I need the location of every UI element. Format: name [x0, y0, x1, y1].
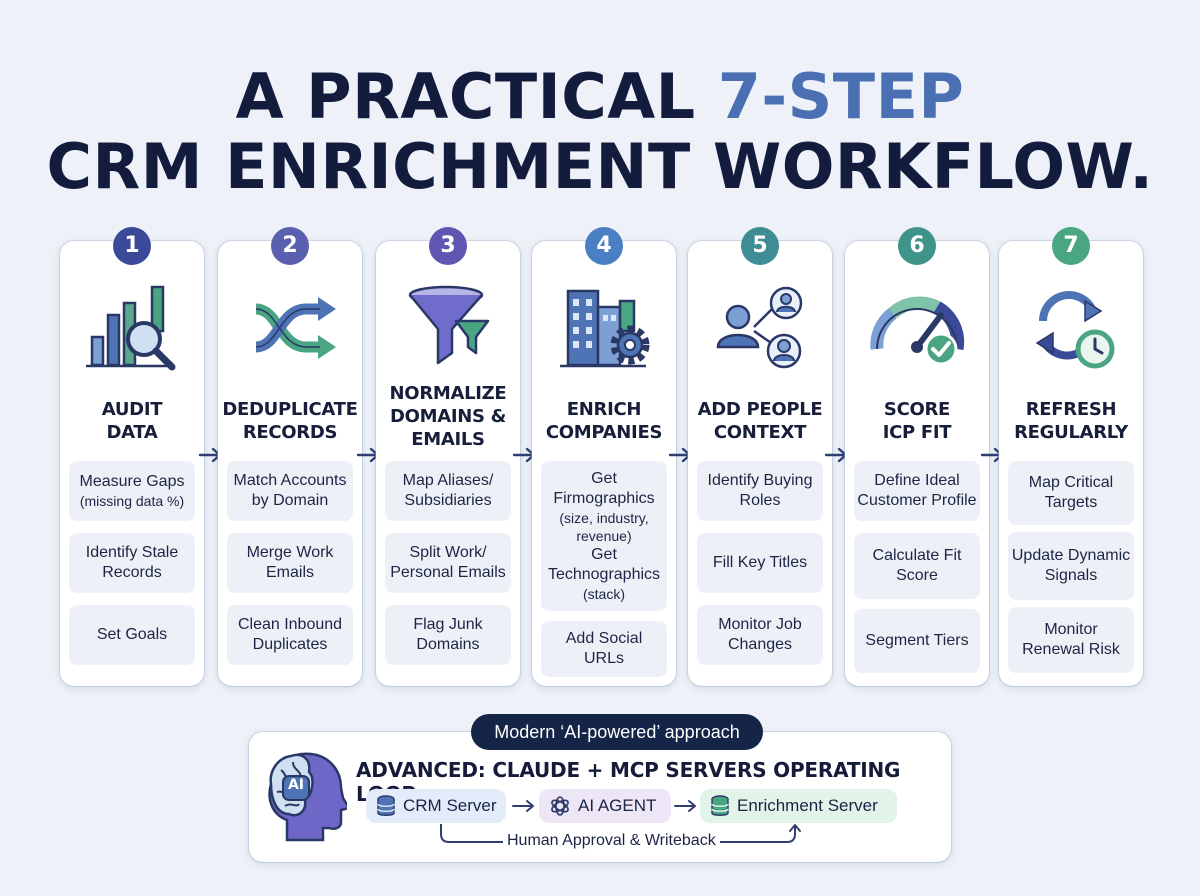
ai-head-label: AI [287, 777, 305, 793]
human-approval-label: Human Approval & Writeback [503, 832, 720, 850]
ai-approach-pill: Modern ‘AI-powered’ approach [471, 714, 763, 750]
step-2-item-2: Merge Work Emails [227, 533, 353, 593]
step-5-item-3: Monitor Job Changes [697, 605, 823, 665]
step-card-3: 3 NORMALIZE DOMAINS & EMAILS Map Aliases… [376, 227, 520, 686]
step-4-item-1: Get Firmographics (size, industry, reven… [541, 461, 667, 611]
title-line-1: A PRACTICAL 7-STEP [0, 62, 1200, 132]
bar-chart-search-icon [86, 285, 176, 371]
enrichment-server-node: Enrichment Server [700, 789, 897, 823]
step-title-7b: REGULARLY [1014, 422, 1128, 443]
step-title-1: AUDIT [101, 399, 163, 420]
title-accent: 7-STEP [717, 60, 965, 133]
step-3-item-2: Split Work/ Personal Emails [385, 533, 511, 593]
ai-agent-label: AI AGENT [578, 796, 657, 815]
step-7-item-1: Map Critical Targets [1008, 461, 1134, 525]
refresh-clock-icon [1035, 291, 1115, 369]
arrow-right-icon [674, 800, 696, 812]
step-badge-3: 3 [429, 227, 467, 265]
people-network-icon [716, 286, 803, 369]
step-4-item-1-sub: (size, industry, revenue) [559, 510, 649, 544]
ai-agent-node: AI AGENT [539, 789, 671, 823]
building-gear-icon [560, 289, 650, 368]
step-6-item-1: Define Ideal Customer Profile [854, 461, 980, 521]
step-badge-5: 5 [741, 227, 779, 265]
step-title-4b: COMPANIES [545, 422, 663, 443]
step-card-5: 5 ADD PEOPLE CONTEXT Identify Buying Rol… [688, 227, 832, 686]
step-1-item-1-sub: (missing data %) [79, 493, 185, 509]
gauge-check-icon [870, 296, 965, 366]
ai-head-icon [268, 752, 347, 842]
step-title-5b: CONTEXT [713, 422, 807, 443]
page-title: A PRACTICAL 7-STEP CRM ENRICHMENT WORKFL… [0, 62, 1200, 202]
step-card-1: 1 AUDIT DATA Measure Gaps (missing data %… [60, 227, 204, 686]
database-icon [377, 795, 395, 816]
ai-knot-icon [551, 796, 569, 816]
step-card-7: 7 REFRESH REGULARLY Map Critical Targets… [999, 227, 1143, 686]
step-badge-2: 2 [271, 227, 309, 265]
step-card-2: 2 DEDUPLICATE RECORDS Match Accounts by … [218, 227, 362, 686]
step-2-item-1: Match Accounts by Domain [227, 461, 353, 521]
step-1-item-3: Set Goals [69, 605, 195, 665]
shuffle-arrows-icon [255, 297, 336, 359]
step-title-2b: RECORDS [242, 422, 338, 443]
step-4-item-1-text2: Get Technographics [547, 546, 661, 583]
advanced-loop-title: ADVANCED: CLAUDE + MCP SERVERS OPERATING… [356, 758, 901, 806]
step-title-5: ADD PEOPLE [697, 399, 823, 420]
step-card-4: 4 ENRICH COMPANIES Get Firmographics (si… [532, 227, 676, 686]
step-badge-6: 6 [898, 227, 936, 265]
arrow-right-icon [512, 800, 534, 812]
step-title-6: SCORE [883, 399, 951, 420]
step-1-item-1: Measure Gaps (missing data %) [69, 461, 195, 521]
step-title-3c: EMAILS [411, 429, 485, 450]
step-2-item-3: Clean Inbound Duplicates [227, 605, 353, 665]
advanced-loop-panel: AI ADVANCED: CLAUDE + MCP SERVERS OPERAT… [249, 732, 951, 862]
step-title-4: ENRICH [566, 399, 642, 420]
step-6-item-3: Segment Tiers [854, 609, 980, 673]
step-5-item-2: Fill Key Titles [697, 533, 823, 593]
step-badge-7: 7 [1052, 227, 1090, 265]
step-1-item-1-text: Measure Gaps [79, 473, 185, 490]
step-7-item-2: Update Dynamic Signals [1008, 532, 1134, 600]
step-badge-1: 1 [113, 227, 151, 265]
crm-server-label: CRM Server [403, 796, 497, 815]
step-title-3: NORMALIZE [389, 383, 507, 404]
title-prefix: A PRACTICAL [235, 60, 718, 133]
step-title-2: DEDUPLICATE [222, 399, 358, 420]
step-3-item-3: Flag Junk Domains [385, 605, 511, 665]
title-line-2: CRM ENRICHMENT WORKFLOW. [46, 130, 1154, 203]
step-title-1b: DATA [106, 422, 158, 443]
step-6-item-2: Calculate Fit Score [854, 533, 980, 599]
step-1-item-2: Identify Stale Records [69, 533, 195, 593]
step-title-7: REFRESH [1025, 399, 1117, 420]
step-title-3b: DOMAINS & [389, 406, 507, 427]
step-title-6b: ICP FIT [882, 422, 952, 443]
database-icon [711, 795, 729, 816]
step-5-item-1: Identify Buying Roles [697, 461, 823, 521]
step-4-item-1-sub2: (stack) [583, 586, 625, 602]
step-badge-4: 4 [585, 227, 623, 265]
enrichment-server-label: Enrichment Server [737, 796, 878, 815]
crm-server-node: CRM Server [366, 789, 506, 823]
step-4-item-2: Add Social URLs [541, 621, 667, 677]
step-3-item-1: Map Aliases/ Subsidiaries [385, 461, 511, 521]
step-card-6: 6 SCORE ICP FIT Define Ideal Customer Pr… [845, 227, 989, 686]
step-7-item-3: Monitor Renewal Risk [1008, 607, 1134, 673]
funnel-icon [408, 285, 490, 365]
step-4-item-1-text: Get Firmographics [553, 470, 655, 507]
